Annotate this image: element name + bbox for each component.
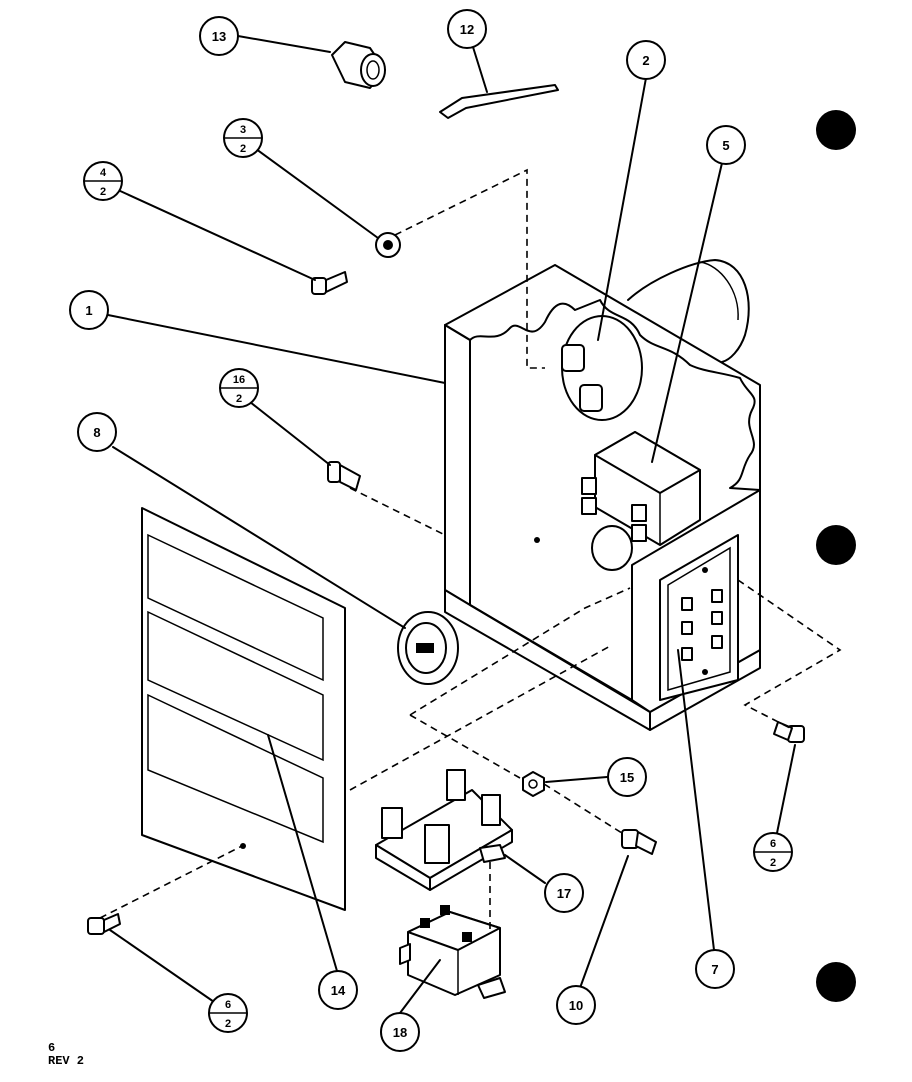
speed-nut <box>375 232 401 258</box>
callout-18: 18 <box>380 1012 420 1052</box>
fraction-4-top: 4 <box>100 167 107 179</box>
callout-1-label: 1 <box>85 303 92 318</box>
page-code: 6 <box>48 1041 56 1055</box>
cable-tie <box>439 84 559 119</box>
fraction-callout-6-right: 6 2 <box>753 832 793 872</box>
callout-15-label: 15 <box>620 770 634 785</box>
fraction-6-left-bottom: 2 <box>225 1018 231 1030</box>
binder-hole-bottom <box>816 962 856 1002</box>
screw-right <box>773 721 805 743</box>
callout-7: 7 <box>695 949 735 989</box>
binder-hole-middle <box>816 525 856 565</box>
callout-2-label: 2 <box>642 53 649 68</box>
grommet <box>397 611 459 685</box>
callout-17: 17 <box>544 873 584 913</box>
callout-8: 8 <box>77 412 117 452</box>
front-cover-panel <box>141 507 346 911</box>
callout-14: 14 <box>318 970 358 1010</box>
revision-block: 6 REV 2 <box>48 1042 84 1068</box>
callout-5-label: 5 <box>722 138 729 153</box>
callout-18-label: 18 <box>393 1025 407 1040</box>
callout-8-label: 8 <box>93 425 100 440</box>
fraction-6-left-top: 6 <box>225 999 231 1011</box>
callout-15: 15 <box>607 757 647 797</box>
callout-1: 1 <box>69 290 109 330</box>
callout-17-label: 17 <box>557 886 571 901</box>
leader-lines <box>107 35 796 1014</box>
callout-5: 5 <box>706 125 746 165</box>
fraction-callout-4: 4 2 <box>83 161 123 201</box>
callout-10-label: 10 <box>569 998 583 1013</box>
screw-lower-left <box>87 913 121 935</box>
relay-base <box>375 769 513 891</box>
callout-14-label: 14 <box>331 983 346 998</box>
fraction-callout-3: 3 2 <box>223 118 263 158</box>
fraction-16-top: 16 <box>233 374 245 386</box>
fraction-callout-6-left: 6 2 <box>208 993 248 1033</box>
fraction-3-top: 3 <box>240 124 246 136</box>
bushing <box>327 461 361 491</box>
fraction-6-right-top: 6 <box>770 838 776 850</box>
callout-13: 13 <box>199 16 239 56</box>
screw-center <box>621 829 657 855</box>
fraction-6-right-bottom: 2 <box>770 857 776 869</box>
binder-hole-top <box>816 110 856 150</box>
revision-label: REV 2 <box>48 1054 85 1068</box>
callout-10: 10 <box>556 985 596 1025</box>
callout-12: 12 <box>447 9 487 49</box>
fraction-callout-16: 16 2 <box>219 368 259 408</box>
fraction-3-bottom: 2 <box>240 143 246 155</box>
callout-12-label: 12 <box>460 22 474 37</box>
relay <box>399 905 506 999</box>
fraction-16-bottom: 2 <box>236 393 242 405</box>
nut <box>522 771 545 797</box>
assembly-lines <box>99 168 842 930</box>
callout-2: 2 <box>626 40 666 80</box>
callout-13-label: 13 <box>212 29 226 44</box>
wire-nut <box>331 41 386 89</box>
control-box <box>444 259 761 731</box>
callout-7-label: 7 <box>711 962 718 977</box>
screw-upper-left <box>311 271 348 295</box>
fraction-4-bottom: 2 <box>100 186 106 198</box>
